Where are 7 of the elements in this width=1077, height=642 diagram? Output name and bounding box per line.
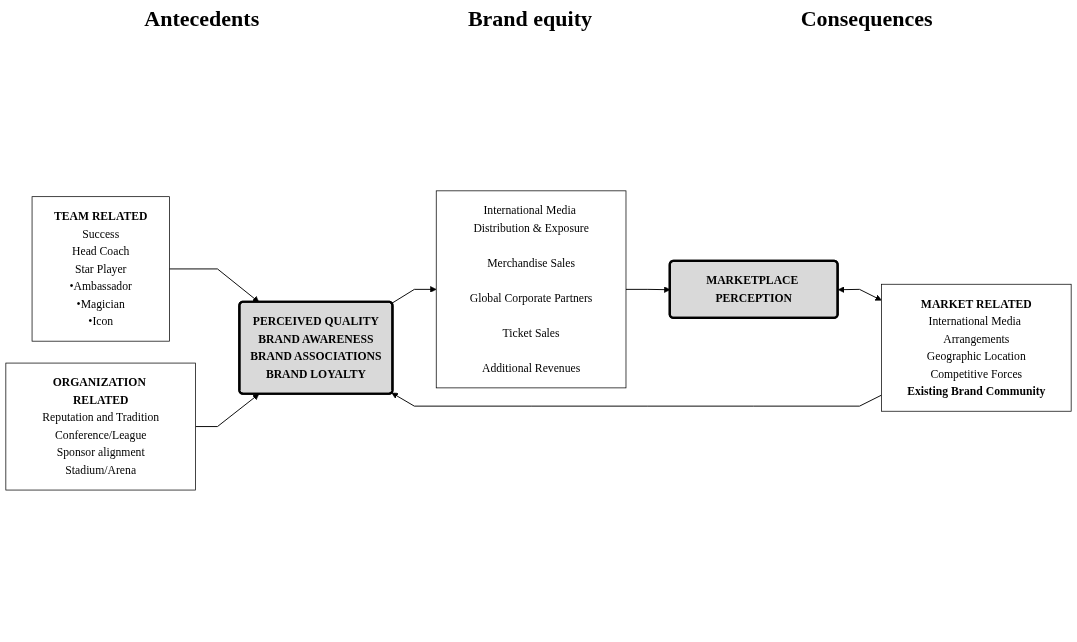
node-box: MARKET RELATED International Media Arrangements Geographic Location Competitive Forces Existing Brand Community [881,283,1072,412]
node-box: International Media Distribution & Exposure Merchandise Sales Global Corporate Partners Ticket Sales Additional Revenues [435,190,627,388]
column-heading: Brand equity [467,6,592,33]
node-box: ORGANIZATION RELATED Reputation and Tradition Conference/League Sponsor alignment Stadium/Arena [5,362,196,490]
node-box: TEAM RELATED Success Head Coach Star Player •Ambassador •Magician •Icon [31,195,170,342]
column-heading: Consequences [800,6,933,33]
column-heading: Antecedents [144,6,260,33]
